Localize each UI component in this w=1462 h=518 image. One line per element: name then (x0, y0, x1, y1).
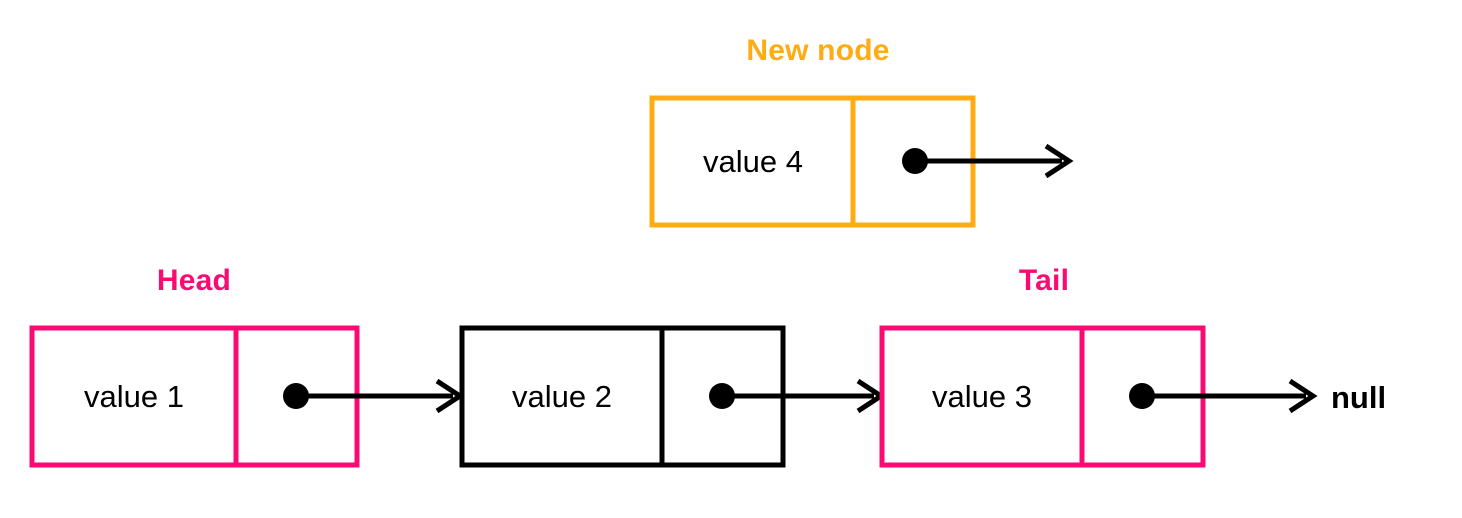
null-terminator-text: null (1331, 380, 1386, 415)
tail-node-arrow-head-icon (1288, 378, 1318, 414)
head-node-value-text: value 1 (84, 379, 184, 414)
tail-node-value-text: value 3 (932, 379, 1032, 414)
tail-node-label: Tail (1019, 264, 1069, 297)
tail-node-group: Tail value 3 null (879, 264, 1386, 468)
new-node-value-text: value 4 (703, 144, 803, 179)
new-node-group: New node value 4 (649, 34, 1074, 228)
middle-node-group: value 2 (459, 325, 886, 468)
new-node-arrow-head-icon (1044, 143, 1074, 179)
middle-node-value-text: value 2 (512, 379, 612, 414)
head-node-label: Head (157, 264, 231, 297)
new-node-label: New node (746, 34, 889, 67)
head-node-group: Head value 1 (29, 264, 465, 468)
